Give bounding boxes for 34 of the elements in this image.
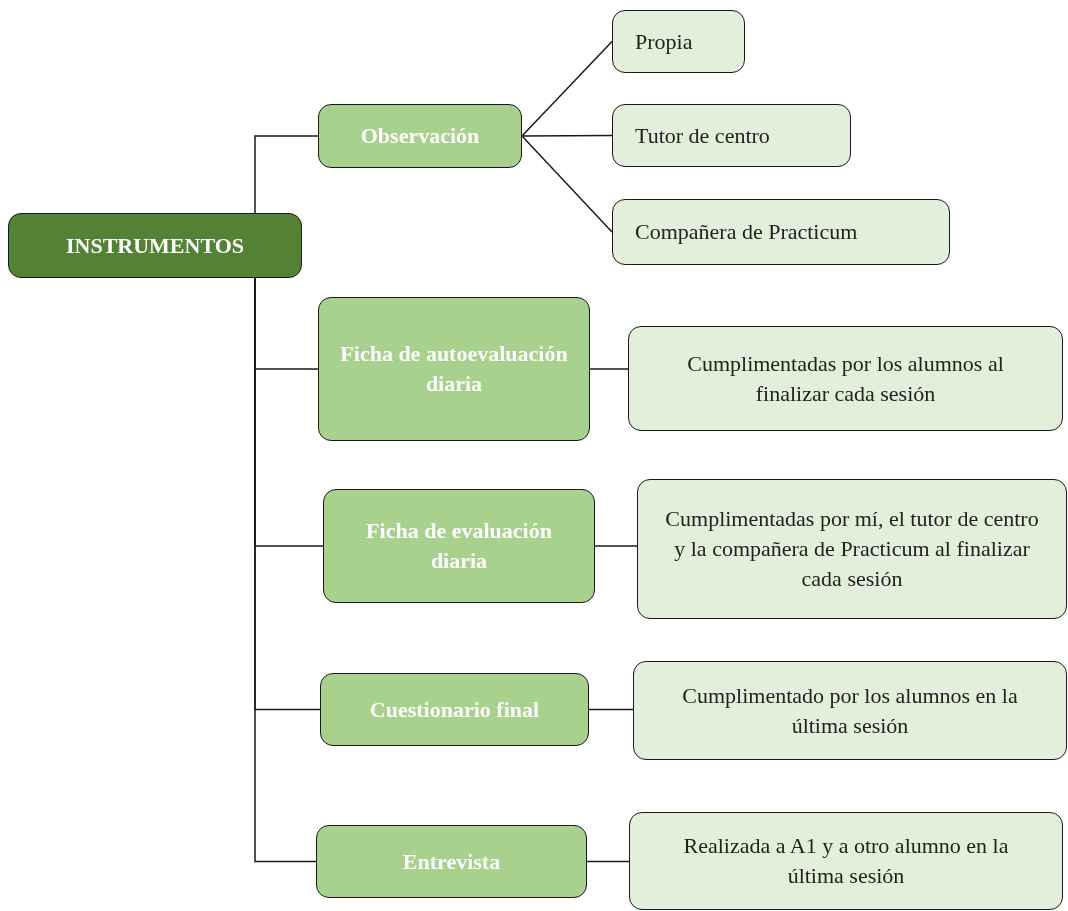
connector-line: [594, 545, 638, 547]
detail-box: [633, 661, 1067, 760]
instrument-box: [323, 489, 595, 603]
box-label: Compañera de Practicum: [635, 218, 858, 247]
detail-box: [612, 104, 851, 167]
box-label: Cumplimentadas por los alumnos al finalizar cada sesión: [686, 349, 1005, 408]
instrument-box: [320, 673, 589, 746]
box-label: Cumplimentadas por mí, el tutor de centro y la compañera de Practicum al finalizar cada sesión: [664, 505, 1040, 593]
box-label: Realizada a A1 y a otro alumno en la última sesión: [682, 832, 1010, 890]
connector-line: [254, 135, 319, 214]
instrument-box: [318, 104, 522, 168]
instrument-box: [318, 297, 590, 441]
instrument-box: [316, 825, 587, 898]
connector-line: [589, 368, 629, 370]
box-label: Ficha de autoevaluación diaria: [339, 340, 569, 398]
connector-line: [586, 860, 630, 863]
box-label: Cumplimentado por los alumnos en la última sesión: [681, 681, 1019, 740]
root-box: [8, 213, 302, 278]
box-label: Cuestionario final: [369, 695, 540, 724]
box-label: Propia: [635, 27, 693, 56]
detail-box: [612, 10, 745, 73]
detail-box: [629, 812, 1063, 910]
detail-box: [612, 199, 950, 265]
box-label: Entrevista: [402, 847, 501, 876]
connector-line: [588, 708, 634, 711]
box-label: Tutor de centro: [635, 121, 770, 150]
box-label: INSTRUMENTOS: [65, 231, 245, 260]
connector-line: [521, 134, 613, 137]
connector-line: [521, 40, 613, 137]
detail-box: [637, 479, 1067, 619]
box-label: Ficha de evaluación diaria: [365, 517, 553, 575]
box-label: Observación: [360, 122, 480, 151]
connector-line: [521, 135, 613, 233]
detail-box: [628, 326, 1063, 431]
